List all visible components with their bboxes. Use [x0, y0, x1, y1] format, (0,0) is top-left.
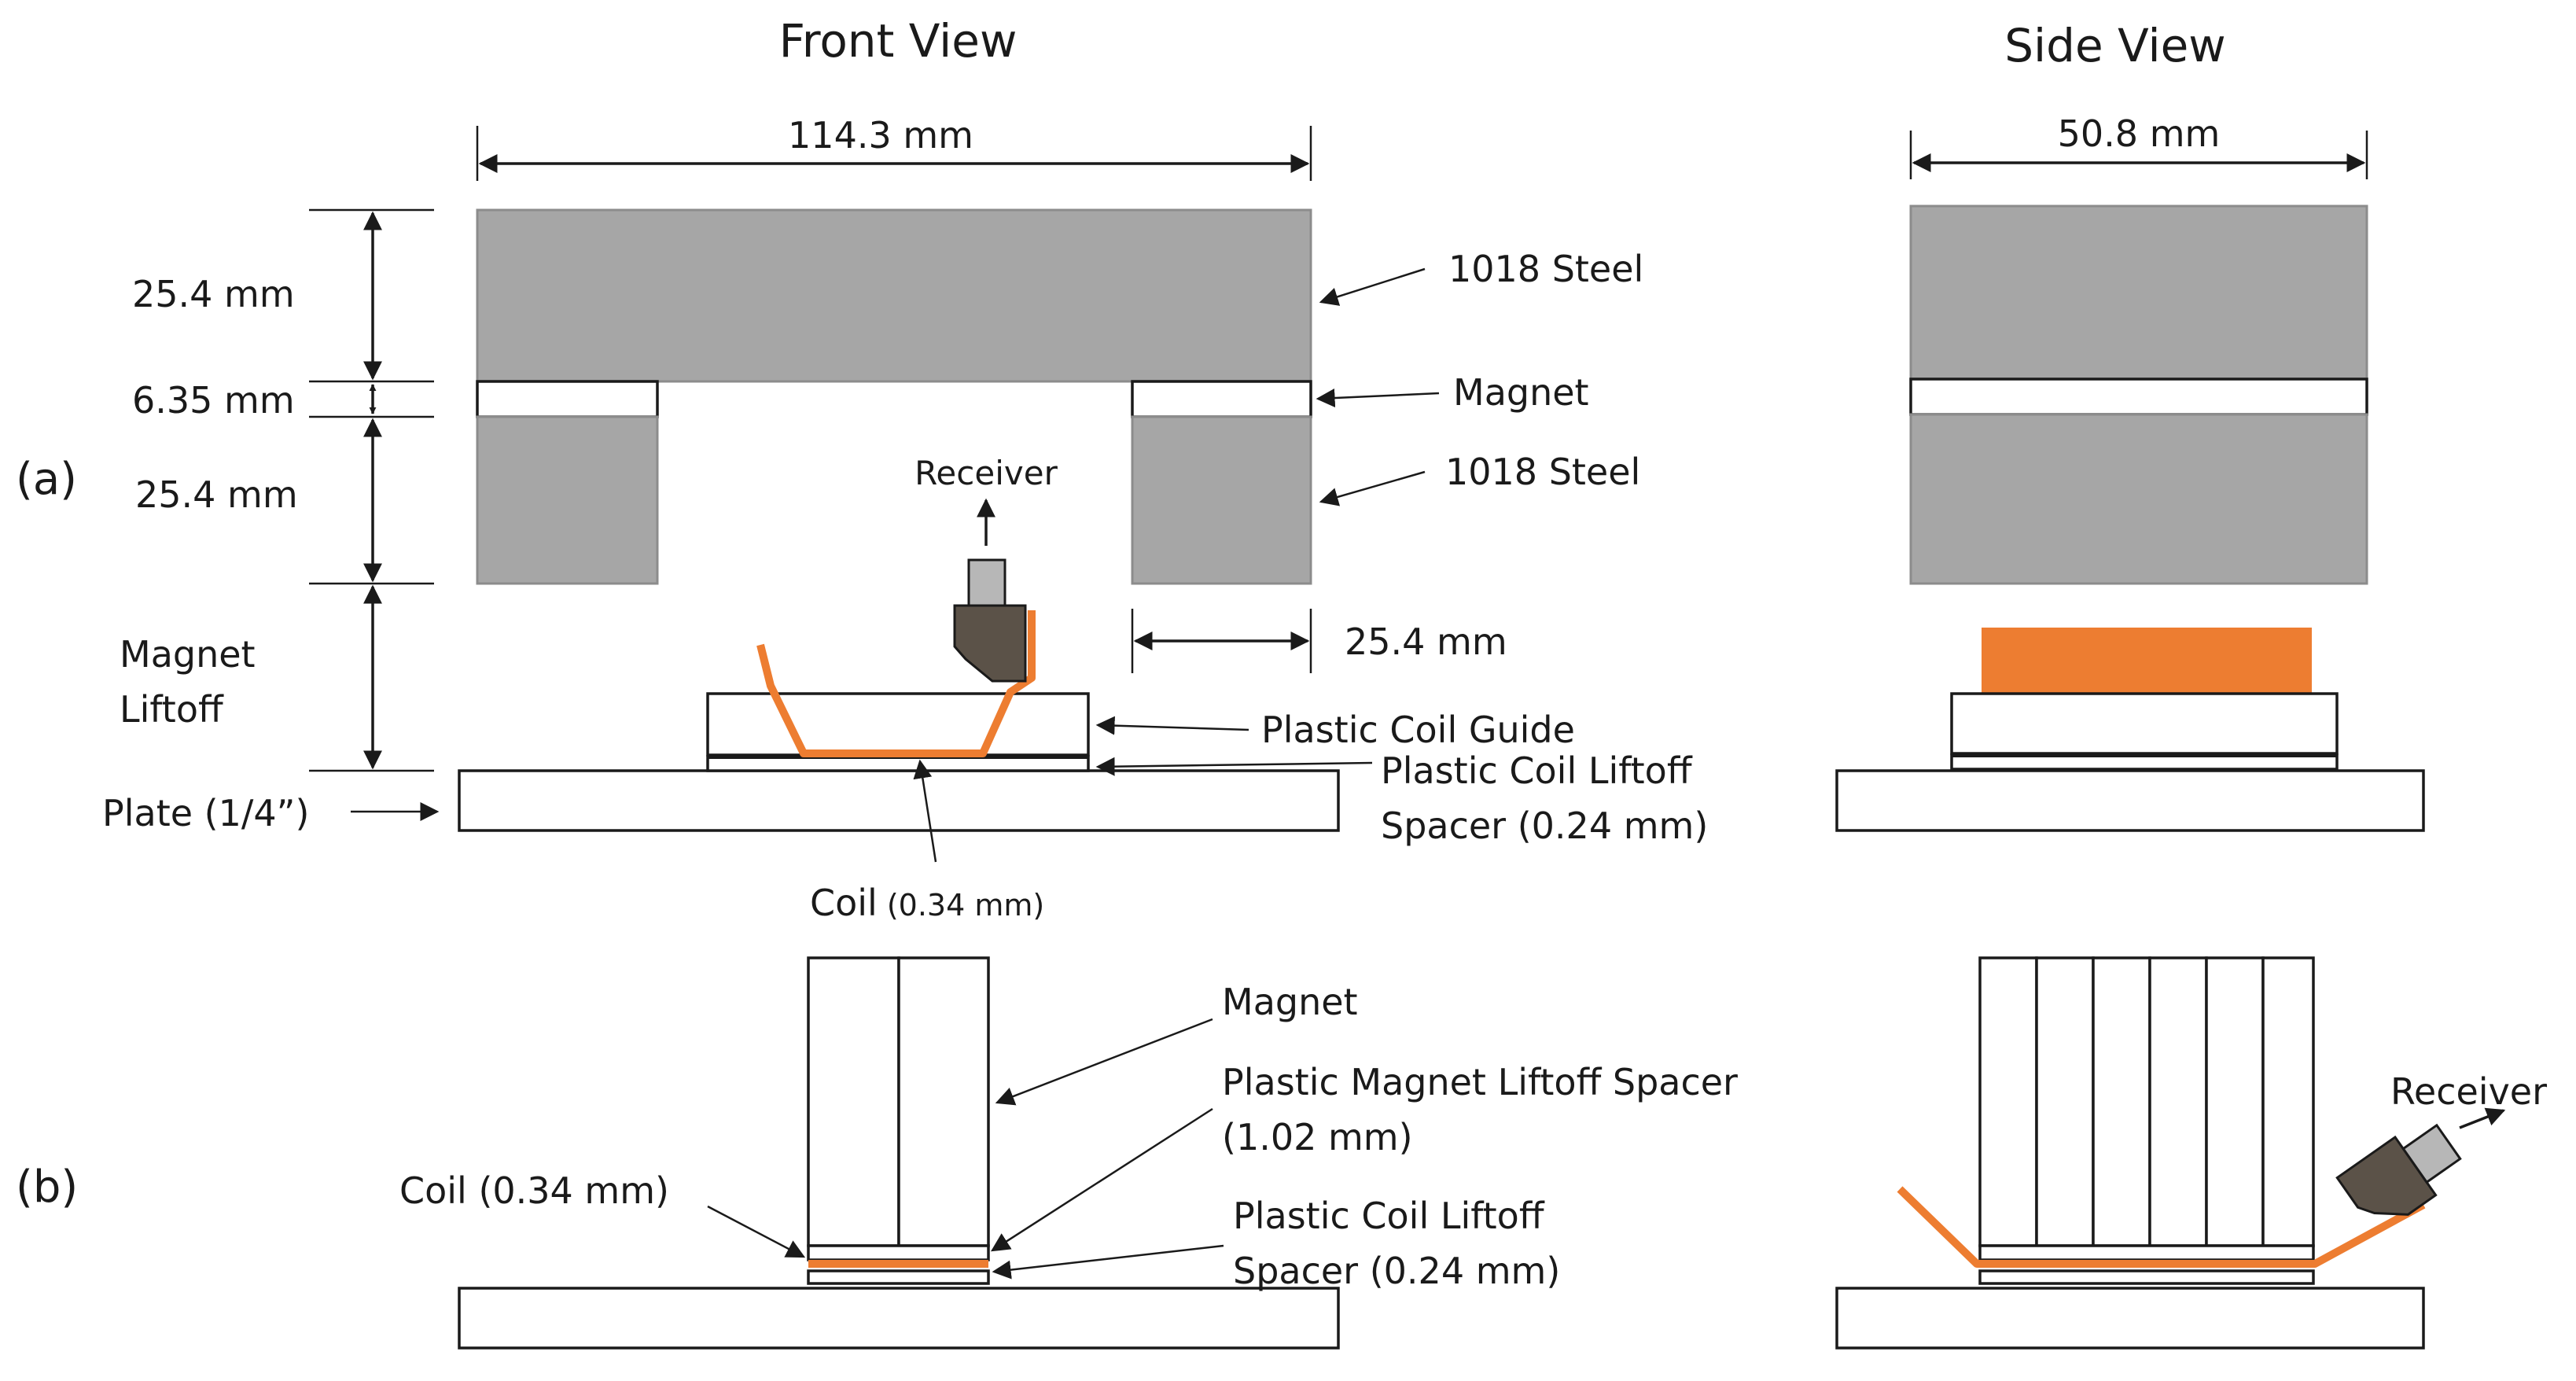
side-coil [1982, 628, 2312, 694]
b-front-magnet-right [897, 956, 990, 1247]
steel-bottom-label: 1018 Steel [1445, 451, 1640, 493]
front-view-b: Magnet Plastic Magnet Liftoff Spacer (1.… [399, 956, 1738, 1350]
side-top-steel [1909, 204, 2368, 381]
coil-spacer-label-line1: Plastic Coil Liftoff [1381, 749, 1693, 792]
side-view-a: 50.8 mm [1835, 112, 2425, 832]
b-front-plate [458, 1287, 1340, 1350]
side-plate [1835, 769, 2425, 832]
front-receiver-label: Receiver [914, 454, 1058, 492]
front-coil [756, 610, 1036, 757]
b-side-receiver-connector [2401, 1123, 2462, 1184]
side-width-label: 50.8 mm [2058, 112, 2221, 155]
top-steel-dim-label: 25.4 mm [132, 273, 295, 315]
side-view-b: Receiver [1835, 956, 2547, 1350]
front-receiver-connector [967, 558, 1006, 607]
b-magnet-label: Magnet [1222, 981, 1358, 1023]
side-bottom-steel [1909, 413, 2368, 585]
b-side-coil-liftoff-spacer [1978, 1269, 2315, 1285]
coil-label-size: (0.34 mm) [887, 888, 1044, 923]
b-front-coil-liftoff-spacer [807, 1269, 990, 1285]
front-left-steel-leg [476, 415, 659, 585]
b-side-magnet-liftoff-spacer [1978, 1244, 2315, 1261]
coil-guide-label: Plastic Coil Guide [1261, 709, 1575, 751]
panel-b-label: (b) [16, 1162, 78, 1213]
b-side-magnet-3 [2092, 956, 2151, 1247]
front-top-steel [476, 208, 1312, 383]
coil-spacer-label-line2: Spacer (0.24 mm) [1381, 805, 1708, 847]
b-side-receiver [2335, 1107, 2506, 1216]
liftoff-label-line2: Liftoff [120, 688, 224, 731]
front-right-magnet [1131, 380, 1312, 418]
magnet-label-a: Magnet [1453, 371, 1589, 414]
b-front-magnet-liftoff-spacer [807, 1244, 990, 1261]
b-coil-label: Coil (0.34 mm) [399, 1169, 669, 1212]
magnet-dim-label: 6.35 mm [132, 379, 295, 422]
gap-dim-label: 25.4 mm [1345, 621, 1507, 663]
panel-a-label: (a) [16, 454, 77, 505]
b-side-receiver-body [2335, 1135, 2438, 1216]
front-receiver-body [953, 604, 1027, 683]
front-left-magnet [476, 380, 659, 418]
b-side-magnet-6 [2261, 956, 2315, 1247]
front-receiver [953, 498, 1027, 683]
side-magnet [1909, 377, 2368, 416]
front-plate [458, 769, 1340, 832]
side-coil-guide [1950, 692, 2339, 755]
b-side-magnet-2 [2035, 956, 2095, 1247]
b-side-magnet-4 [2148, 956, 2208, 1247]
b-front-magnet-left [807, 956, 900, 1247]
front-width-label: 114.3 mm [788, 114, 973, 157]
b-magnet-spacer-label-line2: (1.02 mm) [1222, 1116, 1413, 1158]
b-coil-spacer-label-line2: Spacer (0.24 mm) [1233, 1250, 1560, 1292]
b-coil-spacer-label-line1: Plastic Coil Liftoff [1233, 1195, 1545, 1237]
b-side-receiver-label: Receiver [2390, 1070, 2547, 1113]
steel-top-label: 1018 Steel [1448, 248, 1643, 290]
b-magnet-spacer-label-line1: Plastic Magnet Liftoff Spacer [1222, 1061, 1738, 1103]
b-side-coil [1897, 1186, 2426, 1268]
b-side-magnet-1 [1978, 956, 2038, 1247]
side-view-title: Side View [2004, 19, 2226, 72]
front-view-title: Front View [779, 14, 1018, 68]
liftoff-label-line1: Magnet [120, 633, 256, 676]
coil-label-main: Coil [810, 882, 878, 924]
front-view-a: 114.3 mm 25.4 mm 6.35 mm 25.4 mm Magnet … [102, 114, 1708, 924]
front-coil-guide [706, 692, 1090, 757]
b-side-plate [1835, 1287, 2425, 1350]
front-right-steel-leg [1131, 415, 1312, 585]
bottom-steel-dim-label: 25.4 mm [135, 473, 298, 516]
plate-label: Plate (1/4”) [102, 792, 309, 834]
coil-label-a: Coil (0.34 mm) [810, 882, 1044, 924]
b-side-magnet-5 [2205, 956, 2265, 1247]
